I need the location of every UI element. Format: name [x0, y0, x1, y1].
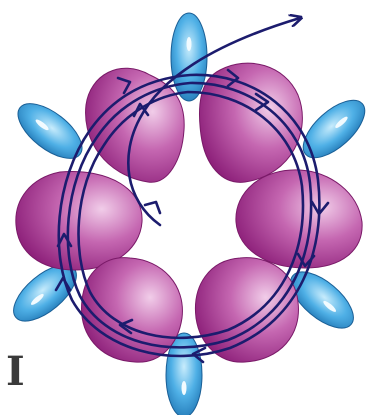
blue-lobe-upper-left [9, 93, 91, 168]
panel-label: I [6, 352, 25, 392]
arrow-inner-start [145, 202, 160, 213]
magenta-lobe-top-right [199, 63, 302, 182]
blue-lobe-top [171, 13, 207, 101]
